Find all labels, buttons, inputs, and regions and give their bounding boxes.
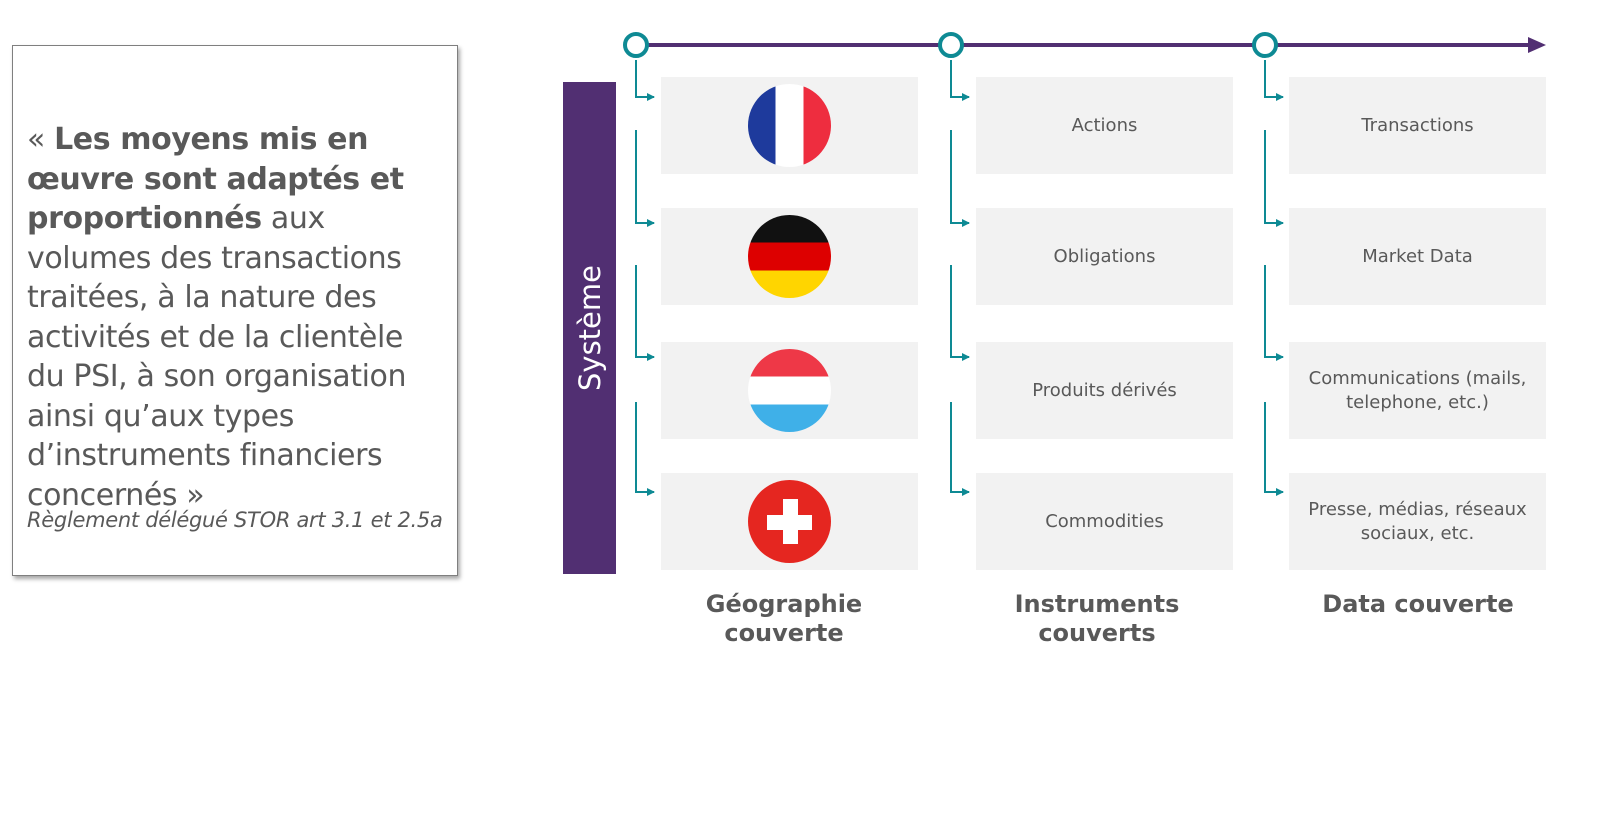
quote-box: « Les moyens mis en œuvre sont adaptés e…	[12, 45, 458, 576]
connector-arrow	[1264, 130, 1284, 227]
instrument-card: Obligations	[976, 208, 1233, 305]
column-title-instruments: Instruments couverts	[1014, 590, 1180, 647]
quote-source: Règlement délégué STOR art 3.1 et 2.5a	[27, 508, 443, 532]
quote-rest: aux volumes des transactions traitées, à…	[27, 201, 407, 513]
switzerland-flag-icon	[748, 480, 831, 563]
connector-arrow	[635, 130, 655, 227]
instrument-card: Produits dérivés	[976, 342, 1233, 439]
instrument-card: Commodities	[976, 473, 1233, 570]
timeline-arrowhead-icon	[1528, 37, 1546, 53]
connector-arrow	[950, 60, 970, 101]
connector-arrow	[1264, 402, 1284, 496]
connector-arrow	[635, 402, 655, 496]
data-card: Market Data	[1289, 208, 1546, 305]
luxembourg-flag-icon	[748, 349, 831, 432]
timeline-node-3	[1252, 32, 1278, 58]
france-flag-icon	[748, 84, 831, 167]
connector-arrow	[635, 265, 655, 361]
geo-card-france	[661, 77, 918, 174]
column-title-data: Data couverte	[1322, 590, 1514, 618]
instrument-card: Actions	[976, 77, 1233, 174]
connector-arrow	[950, 402, 970, 496]
germany-flag-icon	[748, 215, 831, 298]
data-card: Transactions	[1289, 77, 1546, 174]
connector-arrow	[950, 265, 970, 361]
timeline-node-1	[623, 32, 649, 58]
data-card: Communications (mails, telephone, etc.)	[1289, 342, 1546, 439]
timeline-node-2	[938, 32, 964, 58]
quote-text: « Les moyens mis en œuvre sont adaptés e…	[27, 120, 443, 515]
geo-card-germany	[661, 208, 918, 305]
quote-open: «	[27, 122, 55, 157]
connector-arrow	[950, 130, 970, 227]
quote-bold: Les moyens mis en œuvre sont adaptés et …	[27, 122, 404, 236]
connector-arrow	[635, 60, 655, 101]
column-title-geographie: Géographie couverte	[705, 590, 863, 647]
connector-arrow	[1264, 265, 1284, 361]
connectors	[635, 60, 1284, 496]
system-bar: Système	[563, 82, 616, 574]
data-card: Presse, médias, réseaux sociaux, etc.	[1289, 473, 1546, 570]
connector-arrow	[1264, 60, 1284, 101]
geo-card-luxembourg	[661, 342, 918, 439]
geo-card-switzerland	[661, 473, 918, 570]
